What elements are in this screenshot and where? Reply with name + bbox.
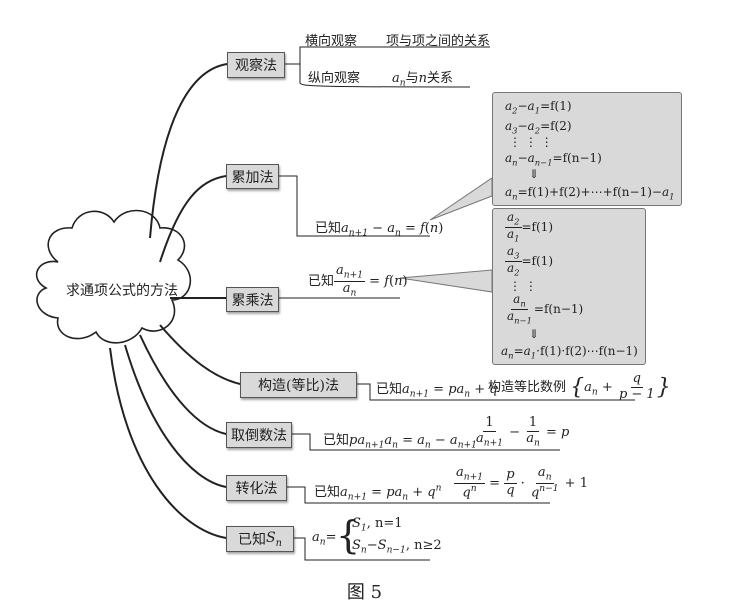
sum-known-prefix: 已知 [315, 221, 342, 236]
product-eq-3: =f(n−1) [533, 302, 584, 317]
product-known-prefix: 已知 [308, 274, 335, 290]
observe-vertical-end: 关系 [427, 71, 454, 86]
construct-note-label: 构造等比数例 [488, 379, 567, 395]
product-dots: ⋮ ⋮ [509, 279, 537, 293]
node-observe[interactable]: 观察法 [227, 52, 285, 78]
reciprocal-known-prefix: 已知 [323, 433, 350, 448]
cloud-shape [35, 209, 192, 344]
node-reciprocal[interactable]: 取倒数法 [226, 422, 292, 448]
sum-known-formula: 已知an+1 − an = f(n) [315, 221, 444, 239]
product-result: ·f(1)·f(2)⋯f(n−1) [536, 344, 638, 358]
sn-case-2: , n≥2 [405, 538, 442, 553]
node-construct[interactable]: 构造(等比)法 [240, 372, 357, 398]
construct-known-formula: 已知an+1 = pan + q [376, 382, 498, 400]
center-topic-label: 求通项公式的方法 [66, 283, 178, 299]
observe-vertical-label: 纵向观察 [308, 71, 361, 86]
node-sum[interactable]: 累加法 [226, 164, 279, 189]
sum-arrow: ⇓ [529, 167, 540, 181]
sum-line-2: =f(2) [540, 119, 572, 133]
node-product[interactable]: 累乘法 [226, 287, 279, 312]
product-eq-2: =f(1) [521, 254, 554, 269]
transform-known-prefix: 已知 [314, 485, 341, 500]
branch-lines [109, 63, 241, 539]
observe-vertical-with: 与 [405, 71, 419, 86]
product-arrow: ⇓ [529, 327, 540, 341]
sum-line-3: =f(n−1) [552, 151, 602, 165]
sn-symbol: Sn [266, 529, 282, 549]
callout-pointer-product [399, 269, 493, 293]
observe-horizontal-label: 横向观察 [305, 34, 358, 49]
callout-sum: a2−a1=f(1) a3−a2=f(2) ⋮ ⋮ ⋮ an−an−1=f(n−… [492, 92, 682, 206]
observe-vertical-n: n [418, 71, 428, 86]
observe-horizontal-detail: 项与项之间的关系 [386, 34, 491, 49]
node-transform[interactable]: 转化法 [226, 475, 287, 501]
sum-dots: ⋮ ⋮ ⋮ [509, 135, 553, 149]
transform-known-formula: 已知an+1 = pan + qn [314, 483, 442, 503]
callout-pointer-sum [429, 177, 493, 221]
product-eq-1: =f(1) [521, 220, 554, 235]
observe-vertical-detail: an与n关系 [392, 71, 454, 89]
construct-known-prefix: 已知 [376, 382, 403, 397]
sn-case-1: , n=1 [366, 516, 403, 531]
figure-caption: 图 5 [346, 582, 383, 603]
sum-result: =f(1)+f(2)+⋯+f(n−1)− [517, 185, 662, 199]
reciprocal-known-formula: 已知pan+1an = an − an+1 [323, 433, 477, 451]
connector-lines [277, 46, 635, 561]
sum-line-1: =f(1) [540, 99, 572, 113]
node-known-sn-label: 已知 [238, 532, 267, 548]
